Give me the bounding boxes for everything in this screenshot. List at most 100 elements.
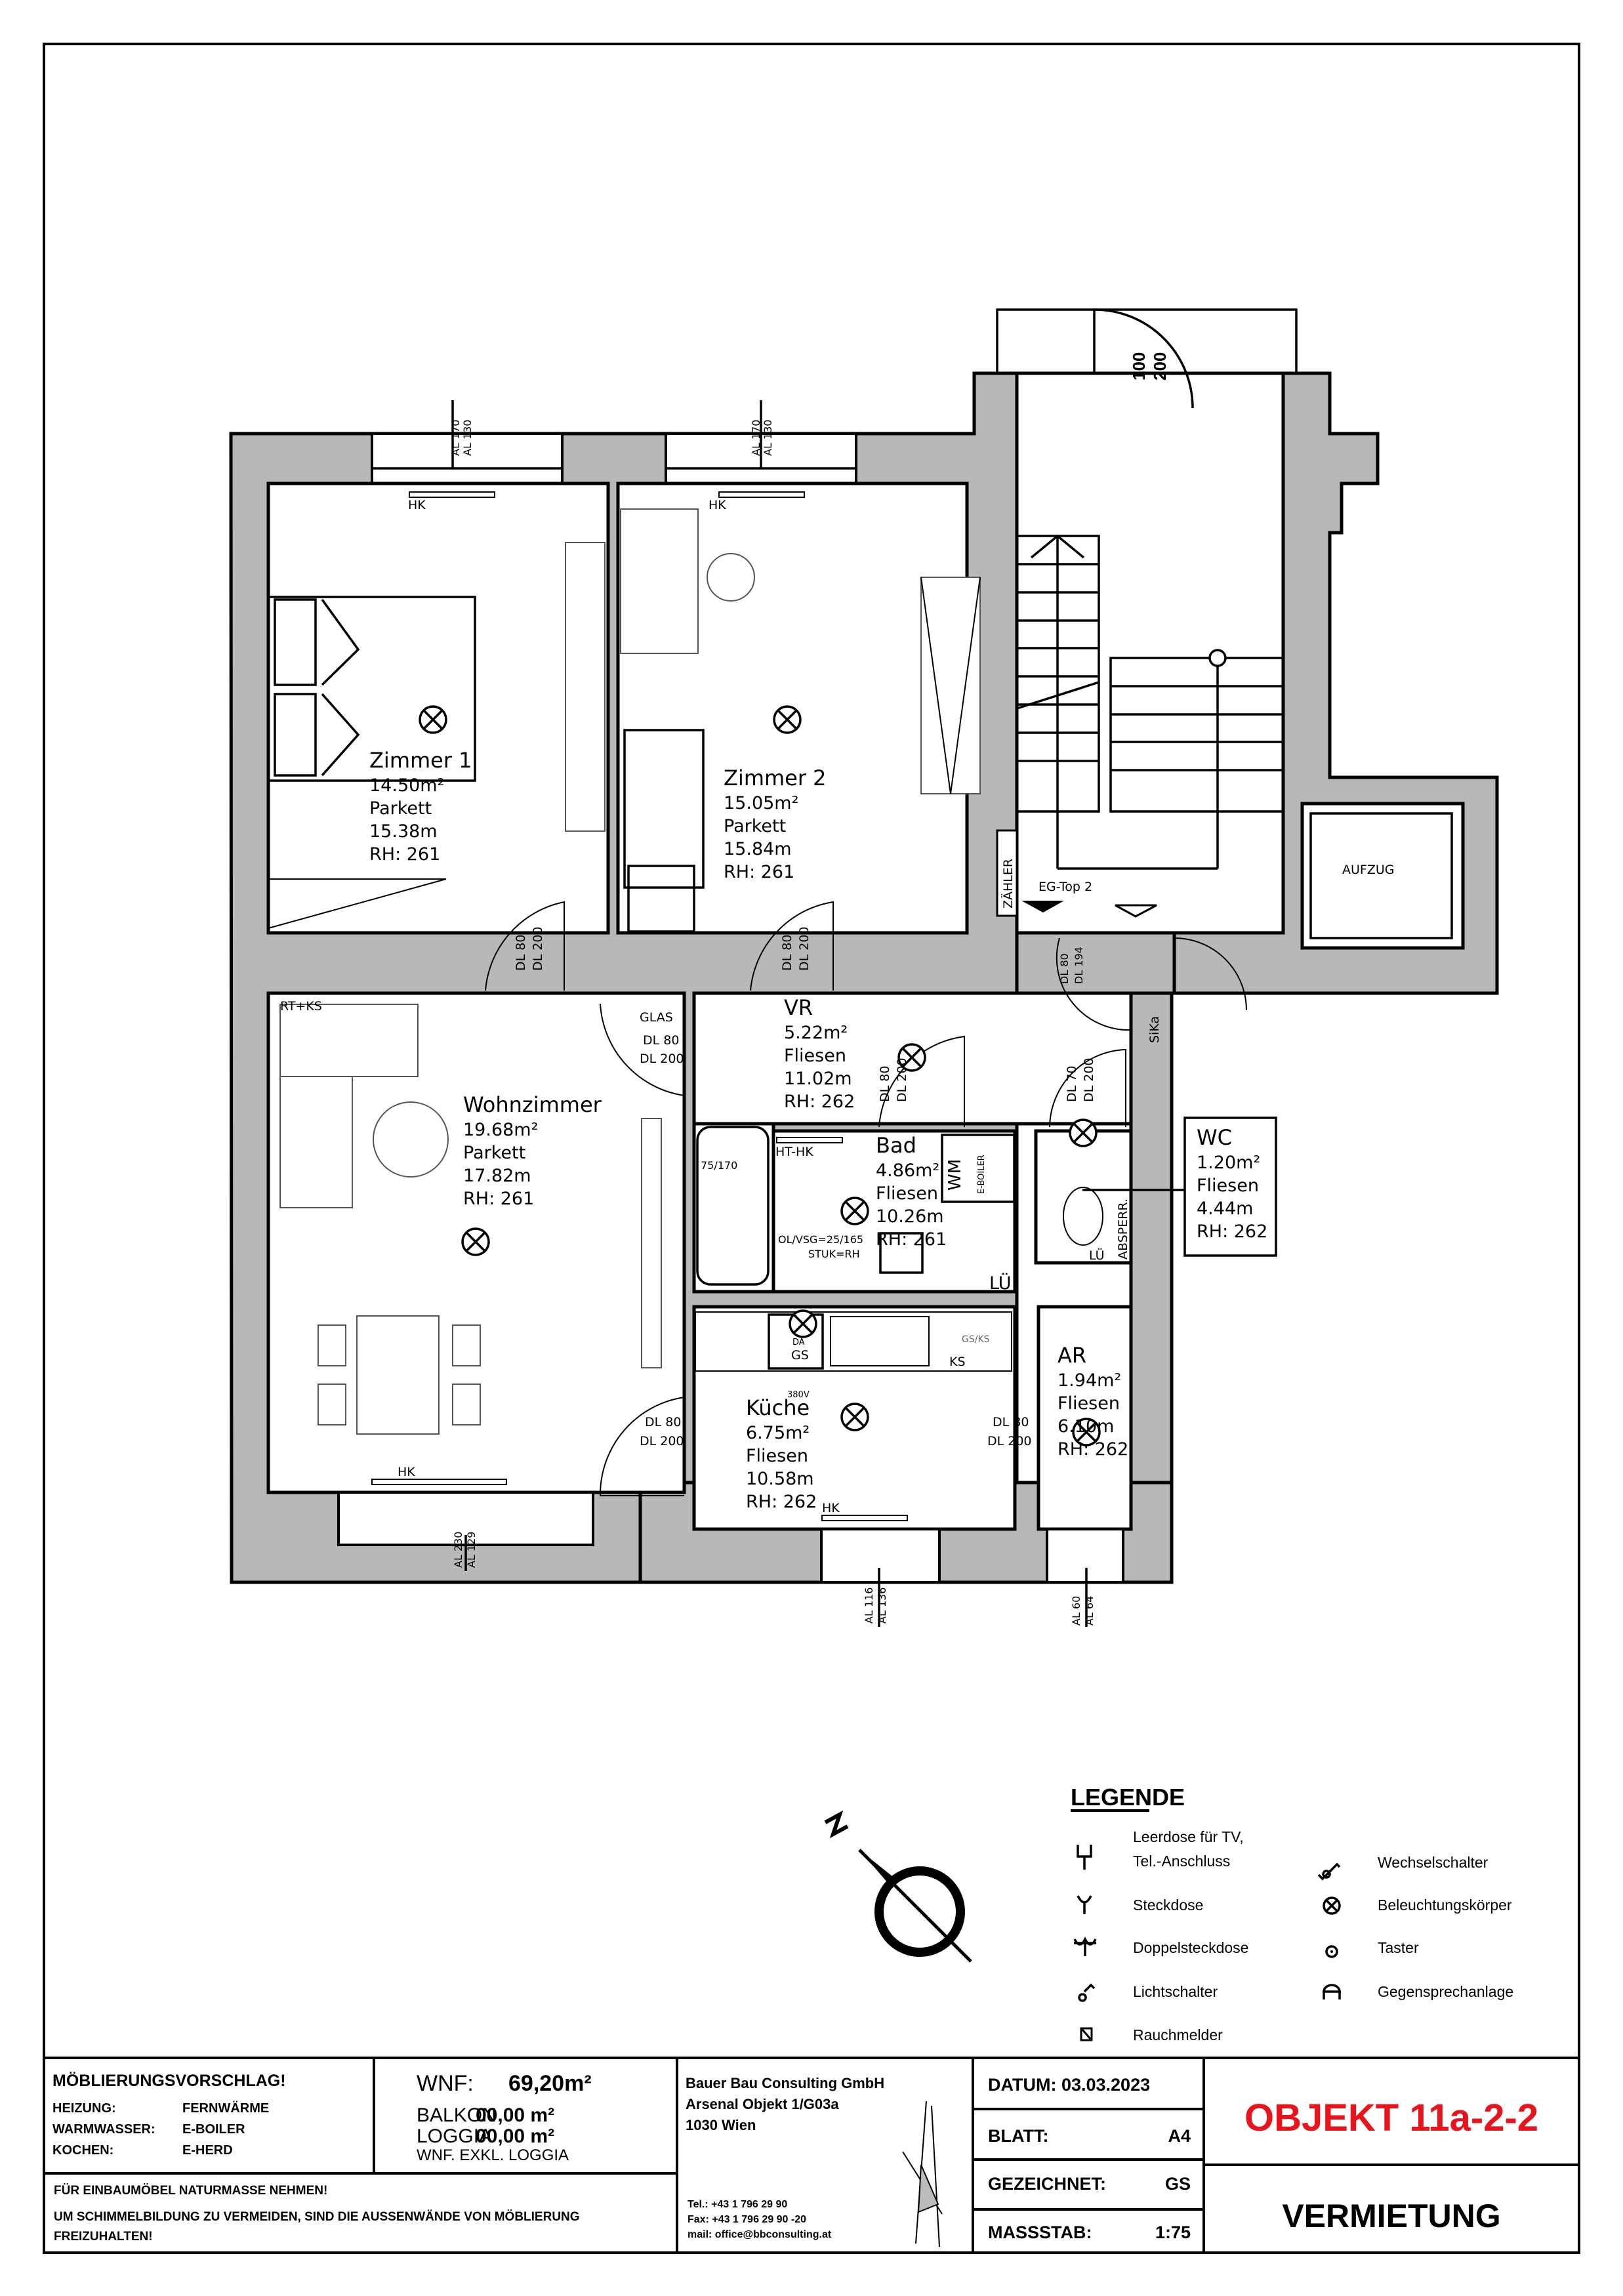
gezeichnet-label: GEZEICHNET: xyxy=(988,2174,1106,2194)
room-height: RH: 262 xyxy=(1197,1221,1267,1242)
legend-label: Doppelsteckdose xyxy=(1133,1939,1248,1956)
room-perimeter: 4.44m xyxy=(1197,1199,1253,1219)
room-name: Wohnzimmer xyxy=(463,1092,602,1117)
room-label-kueche: Küche 6.75m² Fliesen 10.58m RH: 262 xyxy=(746,1395,817,1512)
label-eg-top: EG-Top 2 xyxy=(1038,880,1092,894)
light-fixture-icon xyxy=(840,1403,869,1431)
wnf-label: WNF: xyxy=(417,2071,474,2096)
door-width: DL 80 xyxy=(643,1033,679,1048)
room-perimeter: 6.10m xyxy=(1058,1416,1114,1437)
door-width: DL 80 xyxy=(514,935,528,971)
room-name: Küche xyxy=(746,1395,810,1420)
room-area: 14.50m² xyxy=(369,775,444,796)
room-name: VR xyxy=(784,995,813,1020)
label-lue-bad: LÜ xyxy=(989,1273,1011,1294)
room-name: Zimmer 2 xyxy=(724,766,827,790)
label-hk-wohnzimmer: HK xyxy=(398,1465,415,1479)
room-elevator xyxy=(1300,802,1465,950)
door-width: DL 80 xyxy=(878,1066,892,1102)
room-height: RH: 261 xyxy=(724,862,794,882)
label-hk-zimmer1: HK xyxy=(408,498,426,512)
balkon-value: 00,00 m² xyxy=(476,2104,554,2126)
room-label-bad: Bad 4.86m² Fliesen 10.26m RH: 261 xyxy=(876,1133,947,1250)
label-ks: KS xyxy=(949,1355,966,1369)
label-gs-ks: GS/KS xyxy=(962,1334,990,1345)
label-absperr: ABSPERR. xyxy=(1116,1199,1130,1260)
room-label-zimmer2: Zimmer 2 15.05m² Parkett 15.84m RH: 261 xyxy=(724,766,827,882)
company-logo xyxy=(902,2101,943,2247)
socket-icon xyxy=(1077,1895,1092,1914)
legend-item-tv-socket: Leerdose für TV, Tel.-Anschluss xyxy=(1077,1828,1244,1870)
north-arrow-icon xyxy=(824,1810,972,1963)
room-label-wohnzimmer: Wohnzimmer 19.68m² Parkett 17.82m RH: 26… xyxy=(463,1092,602,1209)
company-address2: 1030 Wien xyxy=(686,2117,756,2133)
room-area: 6.75m² xyxy=(746,1423,810,1443)
label-ol-vsg: OL/VSG=25/165 xyxy=(778,1233,863,1246)
light-fixture-icon xyxy=(1072,1418,1101,1446)
room-name: AR xyxy=(1058,1343,1086,1368)
room-perimeter: 10.58m xyxy=(746,1469,814,1489)
room-area: 5.22m² xyxy=(784,1023,848,1043)
tv-socket-icon xyxy=(1077,1845,1092,1870)
legend-item-two-way-switch: Wechselschalter xyxy=(1317,1854,1489,1881)
door-label-ar: DL 80 DL 200 xyxy=(987,1415,1032,1448)
room-perimeter: 15.38m xyxy=(369,821,438,842)
note-freihalten: FREIZUHALTEN! xyxy=(54,2230,153,2244)
door-width: DL 80 xyxy=(993,1415,1029,1429)
room-label-zimmer1: Zimmer 1 14.50m² Parkett 15.38m RH: 261 xyxy=(369,748,472,865)
room-height: RH: 261 xyxy=(463,1189,534,1209)
light-fixture-icon xyxy=(789,1309,817,1338)
two-way-switch-icon xyxy=(1317,1862,1341,1881)
room-height: RH: 262 xyxy=(746,1492,817,1512)
label-380v: 380V xyxy=(787,1390,810,1400)
datum: DATUM: 03.03.2023 xyxy=(988,2075,1150,2095)
door-height: DL 200 xyxy=(895,1057,909,1102)
intercom-icon xyxy=(1323,1984,1341,1999)
room-bathtub-niche xyxy=(692,1122,775,1294)
legend-label: Lichtschalter xyxy=(1133,1983,1218,2000)
balkon-label: BALKON xyxy=(417,2104,497,2126)
double-socket-icon xyxy=(1073,1937,1097,1956)
kochen-value: E-HERD xyxy=(182,2143,233,2158)
label-bathtub: 75/170 xyxy=(701,1159,737,1172)
legend-label: Tel.-Anschluss xyxy=(1133,1853,1230,1870)
legend-label: Beleuchtungskörper xyxy=(1378,1896,1512,1914)
legend-item-light-fixture: Beleuchtungskörper xyxy=(1323,1896,1512,1915)
furniture xyxy=(267,491,1103,1521)
door-width: 100 xyxy=(1129,352,1149,380)
door-width: DL 80 xyxy=(780,935,794,971)
label-hk-kueche: HK xyxy=(822,1501,840,1515)
wnf-value: 69,20m² xyxy=(508,2071,592,2096)
blatt-label: BLATT: xyxy=(988,2126,1048,2146)
light-fixture-icon xyxy=(419,705,447,734)
window-label: AL 130 xyxy=(762,420,774,456)
room-height: RH: 261 xyxy=(369,844,440,865)
light-switch-icon xyxy=(1078,1983,1096,2002)
wnf-note: WNF. EXKL. LOGGIA xyxy=(417,2146,569,2164)
door-height: DL 200 xyxy=(640,1052,684,1066)
legend-label: Gegensprechanlage xyxy=(1378,1983,1513,2000)
room-name: Zimmer 1 xyxy=(369,748,472,773)
light-fixture-icon xyxy=(1323,1896,1341,1915)
window-label: AL 230 xyxy=(452,1532,464,1568)
legend-label: Leerdose für TV, xyxy=(1133,1828,1244,1845)
room-perimeter: 15.84m xyxy=(724,839,792,859)
label-stuk: STUK=RH xyxy=(808,1248,860,1260)
label-aufzug: AUFZUG xyxy=(1342,863,1394,877)
legend-label: Steckdose xyxy=(1133,1896,1203,1914)
door-height: DL 200 xyxy=(531,926,545,971)
company-tel: Tel.: +43 1 796 29 90 xyxy=(688,2199,787,2210)
legend-label: Rauchmelder xyxy=(1133,2026,1223,2043)
light-fixture-icon xyxy=(773,705,802,734)
label-zaehler: ZÄHLER xyxy=(1000,859,1016,909)
warmwasser-label: WARMWASSER: xyxy=(52,2122,155,2137)
push-button-icon xyxy=(1325,1945,1338,1958)
room-floor: Fliesen xyxy=(746,1446,808,1466)
room-perimeter: 10.26m xyxy=(876,1206,944,1227)
company-name: Bauer Bau Consulting GmbH xyxy=(686,2075,884,2091)
window-label: AL 129 xyxy=(465,1532,478,1568)
label-da: DA xyxy=(792,1338,805,1347)
door-height: DL 200 xyxy=(987,1434,1032,1448)
